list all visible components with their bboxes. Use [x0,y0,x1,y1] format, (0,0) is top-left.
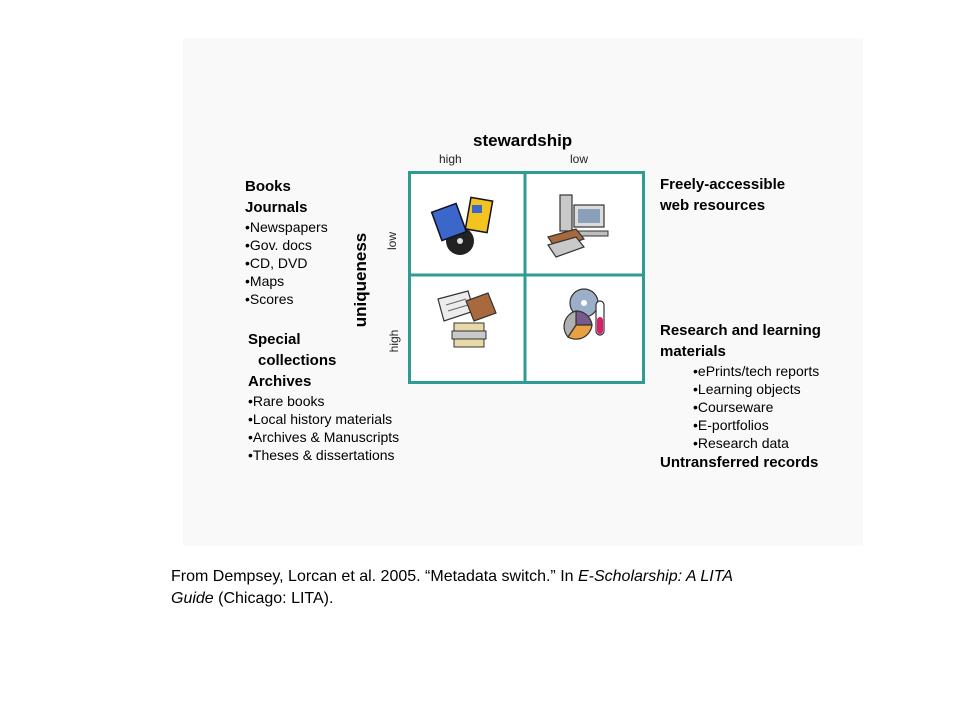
list-item: •Maps [245,273,285,289]
stewardship-low-label: low [570,152,589,166]
uniqueness-axis-title: uniqueness [351,232,370,328]
list-item: •Gov. docs [245,237,312,253]
list-item: •ePrints/tech reports [693,363,820,379]
bottom-left-heading-collections: collections [258,352,337,369]
documents-and-books-icon [437,290,497,348]
research-data-icon [563,288,605,340]
computer-and-books-icon [547,194,609,258]
caption-title-part2: Guide [171,590,214,607]
quadrant-grid [408,171,645,384]
bottom-left-group: Special collections Archives •Rare books… [248,329,399,464]
top-left-heading-journals: Journals [245,199,308,216]
list-item: •Archives & Manuscripts [248,429,400,445]
stewardship-high-label: high [439,152,462,166]
bottom-right-footer: Untransferred records [660,454,819,471]
list-item: •Courseware [693,399,774,415]
list-item: •Local history materials [248,411,393,427]
bottom-right-heading: Research and learning [660,322,821,339]
caption-publisher: (Chicago: LITA). [213,590,334,607]
list-item: •Scores [245,291,294,307]
list-item: •E-portfolios [693,417,769,433]
books-and-cd-icon [430,196,494,255]
caption-title-part1: E-Scholarship: A LITA [577,568,734,585]
list-item: •Rare books [248,393,325,409]
uniqueness-low-label: low [385,232,399,251]
list-item: •Research data [693,435,789,451]
list-item: •Theses & dissertations [248,447,395,463]
bottom-left-heading-special: Special [248,331,301,348]
top-right-heading: web resources [660,197,766,214]
caption-text: From Dempsey, Lorcan et al. 2005. “Metad… [171,568,578,585]
bottom-right-group: Research and learning materials •ePrints… [660,320,821,473]
top-left-heading-books: Books [245,178,291,195]
stewardship-axis-title: stewardship [473,131,573,150]
top-left-group: Books Journals •Newspapers •Gov. docs •C… [245,176,328,308]
bottom-left-heading-archives: Archives [248,373,312,390]
top-right-group: Freely-accessible web resources [660,174,785,216]
list-item: •Learning objects [693,381,801,397]
list-item: •Newspapers [245,219,328,235]
caption: From Dempsey, Lorcan et al. 2005. “Metad… [171,566,851,610]
top-right-heading: Freely-accessible [660,176,786,193]
list-item: •CD, DVD [245,255,308,271]
bottom-right-heading: materials [660,343,726,360]
